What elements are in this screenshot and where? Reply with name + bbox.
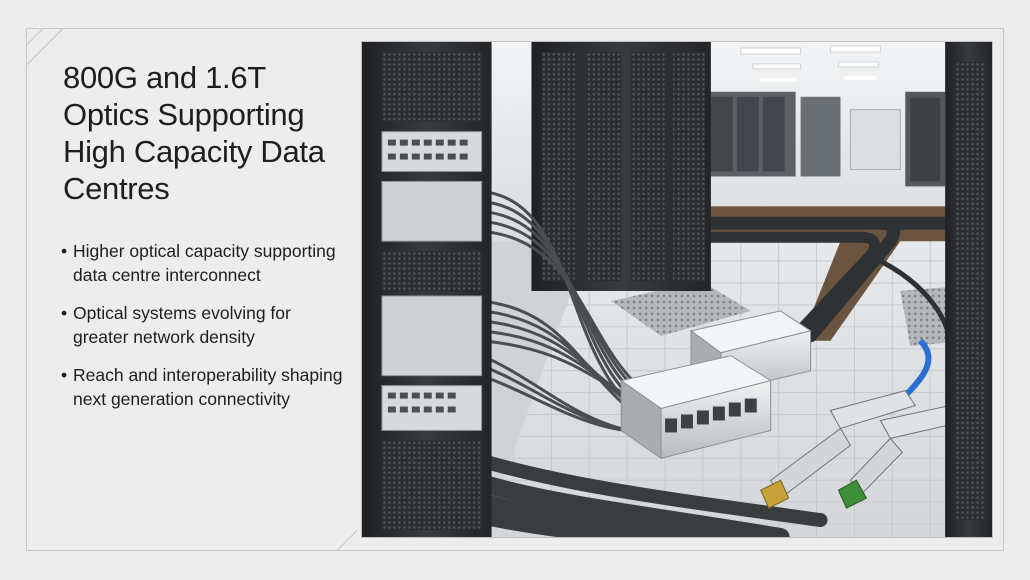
qsfp-transceiver xyxy=(760,338,932,509)
text-panel: 800G and 1.6T Optics Supporting High Cap… xyxy=(27,29,357,550)
right-rack xyxy=(945,42,992,537)
bullet-item: Reach and interoperability shaping next … xyxy=(61,363,351,411)
data-centre-illustration xyxy=(361,41,993,538)
ceiling-lights xyxy=(740,45,881,82)
middle-rack-row xyxy=(531,42,711,291)
illustration-svg xyxy=(362,42,992,537)
bullet-item: Higher optical capacity supporting data … xyxy=(61,239,351,287)
background-racks xyxy=(705,91,946,187)
osfp-transceiver xyxy=(837,258,961,509)
bullet-list: Higher optical capacity supporting data … xyxy=(61,239,351,425)
network-rack xyxy=(362,42,492,537)
optical-chassis xyxy=(619,310,812,460)
floor-vent xyxy=(611,281,751,336)
slide-frame: 800G and 1.6T Optics Supporting High Cap… xyxy=(26,28,1004,551)
corner-decoration xyxy=(287,480,357,550)
slide-title: 800G and 1.6T Optics Supporting High Cap… xyxy=(63,60,325,206)
bullet-item: Optical systems evolving for greater net… xyxy=(61,301,351,349)
